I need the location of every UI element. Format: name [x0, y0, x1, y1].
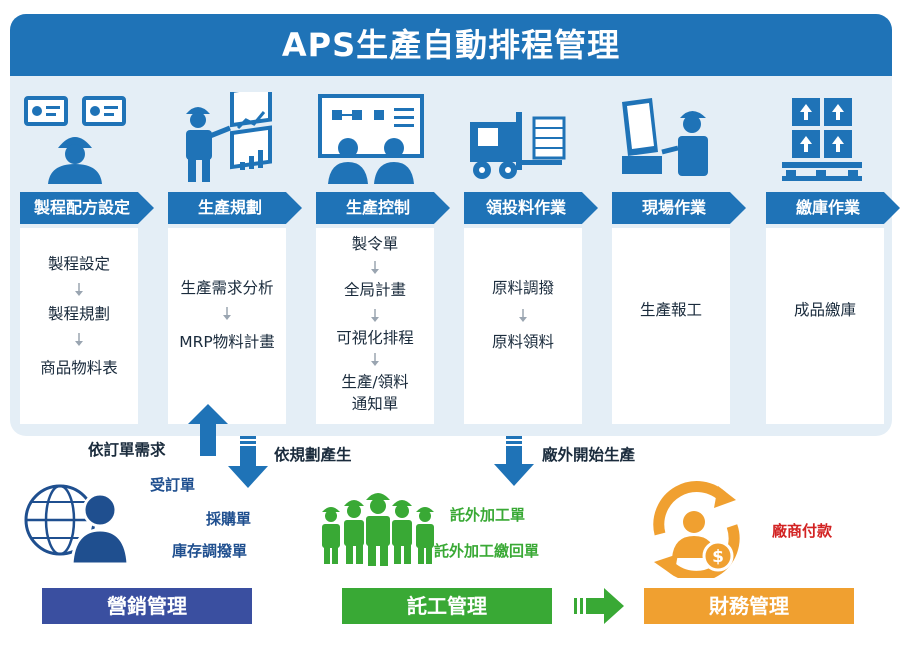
column-label-planning: 生產規劃	[168, 192, 302, 224]
down-arrow-icon	[369, 352, 381, 366]
list-item: 製程規劃	[47, 305, 110, 323]
down-arrow-icon	[494, 436, 534, 486]
list-item: 生產/領料	[341, 373, 409, 391]
down-arrow-icon	[517, 308, 529, 322]
right-arrow-icon	[574, 588, 624, 624]
panel-header	[10, 14, 892, 76]
down-arrow-icon	[369, 260, 381, 274]
column-box-recipe: 製程設定 製程規劃 商品物料表	[20, 228, 138, 424]
globe-user-icon	[24, 484, 130, 564]
page-title: APS生產自動排程管理	[281, 26, 621, 64]
list-item: 生產報工	[639, 301, 702, 319]
operator-terminal-icon	[612, 92, 722, 184]
list-item: 製令單	[351, 235, 399, 253]
list-item: 生產需求分析	[180, 279, 274, 297]
column-label-recipe: 製程配方設定	[20, 192, 154, 224]
column-label-warehouse: 繳庫作業	[766, 192, 900, 224]
column-label-materials: 領投料作業	[464, 192, 598, 224]
column-label-control: 生產控制	[316, 192, 450, 224]
down-arrow-icon	[221, 306, 233, 320]
down-arrow-icon	[369, 308, 381, 322]
workers-group-icon	[322, 493, 434, 566]
list-item: 通知單	[351, 395, 399, 413]
list-item: 全局計畫	[343, 281, 406, 299]
aps-panel: APS生產自動排程管理	[10, 14, 892, 436]
payment-cycle-icon: $	[653, 481, 740, 578]
down-arrow-icon	[73, 332, 85, 346]
column-box-planning: 生產需求分析 MRP物料計畫	[168, 228, 286, 424]
list-item: MRP物料計畫	[179, 333, 275, 351]
meeting-board-icon	[316, 92, 426, 184]
list-item: 可視化排程	[336, 329, 414, 347]
flow-label-down: 依規劃產生	[274, 446, 352, 464]
sales-doc: 受訂單	[150, 476, 196, 494]
column-box-materials: 原料調撥 原料領料	[464, 228, 582, 424]
down-arrow-icon	[228, 436, 268, 488]
list-item: 商品物料表	[40, 359, 118, 377]
flow-label-outsource: 廠外開始生產	[542, 446, 636, 464]
column-box-warehouse: 成品繳庫	[766, 228, 884, 424]
outsourcing-doc: 託外加工繳回單	[434, 542, 540, 560]
down-arrow-icon	[73, 282, 85, 296]
sales-doc: 庫存調撥單	[172, 542, 248, 560]
sales-management-button[interactable]: 營銷管理	[42, 588, 252, 624]
pallet-boxes-icon	[766, 92, 876, 184]
column-box-field: 生產報工	[612, 228, 730, 424]
column-label-field: 現場作業	[612, 192, 746, 224]
sales-doc: 採購單	[206, 510, 252, 528]
outsourcing-management-button[interactable]: 託工管理	[342, 588, 552, 624]
up-arrow-icon	[188, 404, 228, 456]
list-item: 製程設定	[47, 255, 110, 273]
engineer-monitors-icon	[20, 92, 130, 184]
forklift-icon	[464, 92, 574, 184]
engineer-charts-icon	[168, 83, 278, 184]
column-box-control: 製令單 全局計畫 可視化排程 生產/領料 通知單	[316, 228, 434, 424]
finance-doc: 廠商付款	[772, 522, 833, 540]
flow-label-up: 依訂單需求	[88, 441, 166, 459]
finance-management-button[interactable]: 財務管理	[644, 588, 854, 624]
outsourcing-doc: 託外加工單	[450, 506, 526, 524]
svg-text:$: $	[712, 547, 724, 567]
list-item: 成品繳庫	[793, 301, 856, 319]
list-item: 原料領料	[491, 333, 554, 351]
list-item: 原料調撥	[491, 279, 554, 297]
